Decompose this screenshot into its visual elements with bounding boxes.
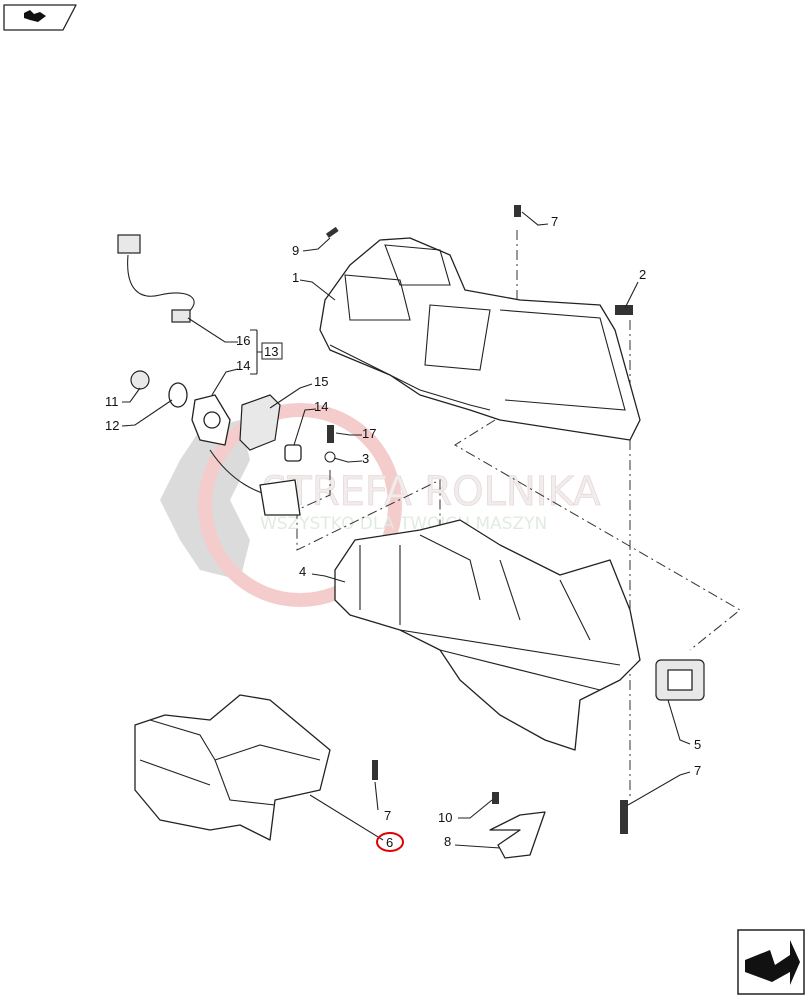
part-12-ring bbox=[168, 382, 188, 408]
watermark-subtitle: WSZYSTKO DLA TWOICH MASZYN bbox=[260, 514, 547, 534]
part-14-plug bbox=[284, 444, 302, 462]
callout-13-box bbox=[261, 342, 283, 360]
callout-8[interactable]: 8 bbox=[444, 834, 451, 849]
part-11-knob bbox=[130, 370, 150, 390]
part-4-lower-frame bbox=[334, 519, 641, 751]
callout-11[interactable]: 11 bbox=[105, 394, 119, 409]
book-nav-icon[interactable] bbox=[3, 4, 77, 31]
callout-6[interactable]: 6 bbox=[386, 835, 393, 850]
watermark-title: STREFA ROLNIKA bbox=[262, 469, 601, 515]
callout-16[interactable]: 16 bbox=[236, 333, 250, 348]
callout-10[interactable]: 10 bbox=[438, 810, 452, 825]
part-6-cover bbox=[134, 694, 331, 841]
part-16-harness bbox=[117, 234, 195, 323]
callout-7-right[interactable]: 7 bbox=[694, 763, 701, 778]
callout-17[interactable]: 17 bbox=[362, 426, 376, 441]
callout-14-upper[interactable]: 14 bbox=[236, 358, 250, 373]
callout-13[interactable]: 13 bbox=[264, 344, 278, 359]
callout-7-top[interactable]: 7 bbox=[551, 214, 558, 229]
callout-15[interactable]: 15 bbox=[314, 374, 328, 389]
part-15-plate bbox=[239, 394, 281, 451]
next-page-arrow-icon[interactable] bbox=[737, 929, 805, 995]
part-14-bracket bbox=[191, 394, 301, 516]
callout-1[interactable]: 1 bbox=[292, 270, 299, 285]
callout-5[interactable]: 5 bbox=[694, 737, 701, 752]
watermark-logo: STREFA ROLNIKA WSZYSTKO DLA TWOICH MASZY… bbox=[160, 403, 602, 607]
screws bbox=[324, 205, 633, 834]
part-5-bezel bbox=[655, 659, 705, 701]
callout-3[interactable]: 3 bbox=[362, 451, 369, 466]
callout-14-lower[interactable]: 14 bbox=[314, 399, 328, 414]
callout-12[interactable]: 12 bbox=[105, 418, 119, 433]
highlight-circle bbox=[376, 832, 404, 852]
callout-9[interactable]: 9 bbox=[292, 243, 299, 258]
part-1-upper-console bbox=[319, 237, 641, 441]
callout-2[interactable]: 2 bbox=[639, 267, 646, 282]
callout-4[interactable]: 4 bbox=[299, 564, 306, 579]
part-8-clip bbox=[489, 811, 546, 859]
callout-7-middle[interactable]: 7 bbox=[384, 808, 391, 823]
